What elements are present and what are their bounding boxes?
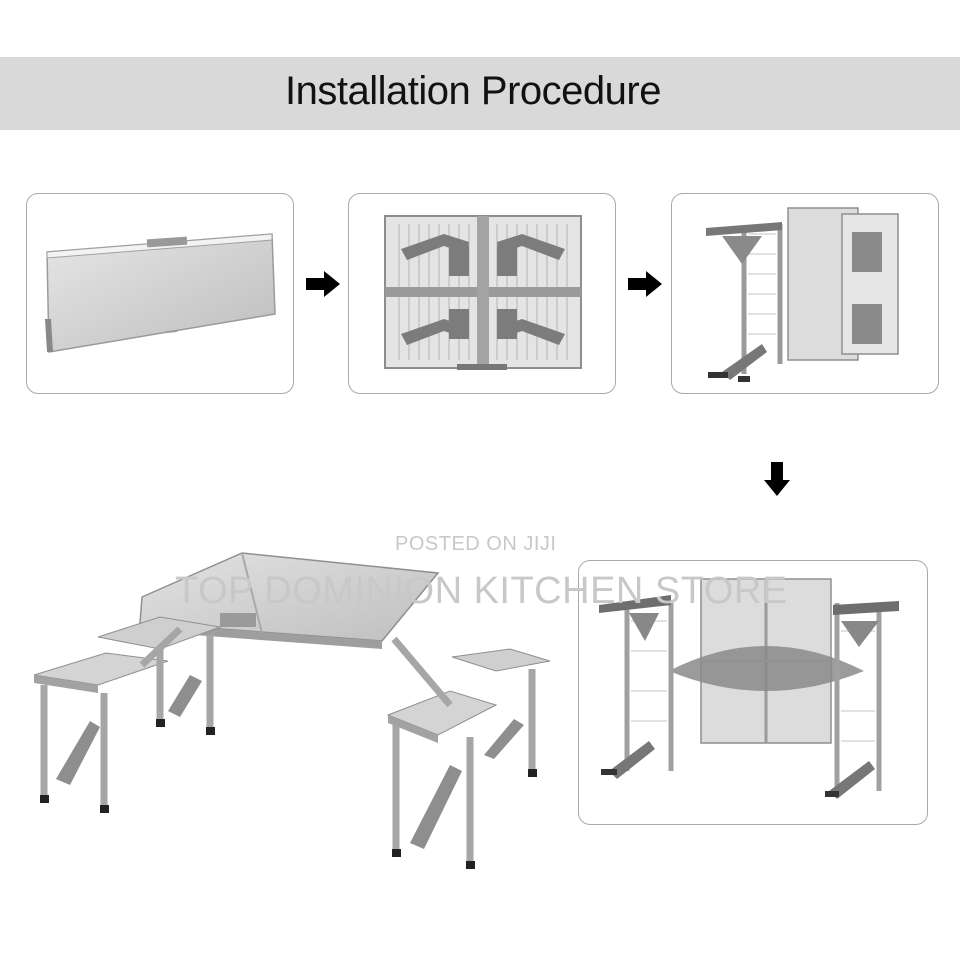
down-arrow-icon — [764, 462, 790, 496]
folded-case-icon — [45, 233, 276, 353]
assembled-picnic-table-icon — [33, 552, 551, 869]
unfolding-table-icon — [706, 207, 899, 382]
step-4-box — [578, 560, 928, 825]
step-5-final-image — [30, 545, 560, 875]
page-title: Installation Procedure — [285, 69, 661, 113]
open-case-frames-icon — [384, 215, 582, 370]
spread-table-icon — [599, 578, 899, 799]
right-arrow-icon — [628, 271, 662, 297]
right-arrow-icon — [306, 271, 340, 297]
step-3-box — [671, 193, 939, 394]
step-1-box — [26, 193, 294, 394]
header-banner: Installation Procedure — [0, 57, 960, 130]
step-2-box — [348, 193, 616, 394]
